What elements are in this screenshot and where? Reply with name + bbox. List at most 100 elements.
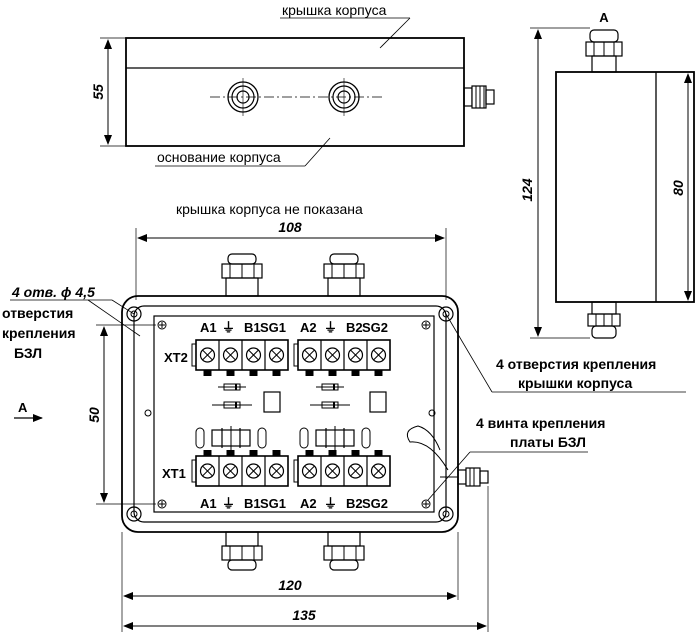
diode-1: [218, 383, 246, 391]
terminal-label: B2: [346, 496, 363, 511]
top-view: крышка корпуса основание корпуса 55: [90, 2, 495, 167]
gland-front-bottom-2: [323, 531, 365, 571]
pcb-screw-tl: [157, 320, 167, 330]
resistor-1: [257, 427, 267, 449]
terminal-label: B2: [346, 320, 363, 335]
terminal-label: A1: [200, 320, 217, 335]
base-label: основание корпуса: [157, 149, 281, 165]
pcb-screw-tr: [421, 320, 431, 330]
dim-120: 120: [278, 577, 302, 593]
terminal-label: A2: [300, 496, 317, 511]
dim-55: 55: [90, 84, 106, 100]
cover-not-shown-label: крышка корпуса не показана: [176, 201, 363, 217]
enclosure-outer: [121, 295, 459, 533]
terminal-block-xt1-right: [293, 450, 391, 487]
terminal-screw: [268, 463, 285, 479]
relay-2: [369, 391, 387, 413]
side-view-gland-top: [585, 29, 623, 73]
cover-hole-tr: [438, 306, 454, 322]
dim-124: 124: [519, 178, 535, 202]
terminal-label: A2: [300, 320, 317, 335]
cover-label: крышка корпуса: [282, 2, 387, 18]
xt1-label: ХТ1: [162, 466, 186, 481]
side-hole-left: [144, 409, 152, 417]
view-letter-a: А: [599, 10, 609, 25]
front-view: крышка корпуса не показана 108: [2, 201, 686, 632]
gland-front-top-2: [323, 253, 365, 297]
side-gland-top: [463, 85, 495, 109]
cover-hole-tl: [126, 306, 142, 322]
terminal-labels-top: A1 ⏚ B1 SG1 A2 ⏚ B2 SG2: [200, 320, 388, 335]
cover-holes-callout-line2: крышки корпуса: [518, 375, 632, 391]
terminal-screw: [324, 347, 341, 363]
arrester-1: [211, 426, 251, 450]
diode-3: [316, 383, 344, 391]
terminal-block-xt2-right: [293, 339, 391, 376]
side-view: А 124 80: [519, 10, 695, 339]
terminal-screw: [222, 347, 239, 363]
terminal-screw: [347, 347, 364, 363]
gland-front-top-1: [221, 253, 263, 297]
side-view-gland-bottom: [587, 301, 621, 339]
terminal-screw: [245, 347, 262, 363]
terminal-block-xt2-left: [191, 339, 289, 376]
dim-80: 80: [670, 180, 686, 196]
terminal-label: SG2: [362, 496, 388, 511]
xt2-label: ХТ2: [164, 350, 188, 365]
screws-callout-line2: платы БЗЛ: [510, 434, 586, 450]
terminal-labels-bottom: A1 ⏚ B1 SG1 A2 ⏚ B2 SG2: [200, 496, 388, 511]
holes-callout-line2: отверстия: [2, 305, 73, 321]
terminal-screw: [301, 347, 318, 363]
resistor-3: [361, 427, 371, 449]
cover-hole-br: [438, 506, 454, 522]
ground-wire: [406, 425, 449, 471]
terminal-screw: [301, 463, 318, 479]
terminal-screw: [199, 347, 216, 363]
terminal-screw: [370, 463, 387, 479]
terminal-label: ⏚: [324, 320, 337, 335]
side-hole-right: [428, 409, 436, 417]
terminal-label: A1: [200, 496, 217, 511]
pcb-screw-br: [421, 499, 431, 509]
terminal-label: SG2: [362, 320, 388, 335]
terminal-label: B1: [244, 320, 261, 335]
terminal-label: ⏚: [222, 320, 235, 335]
pcb-screw-bl: [157, 499, 167, 509]
diode-2: [212, 401, 252, 409]
side-view-body: [555, 71, 695, 303]
terminal-block-xt1-left: [191, 450, 289, 487]
gland-top-1: [227, 78, 259, 116]
screws-callout-line1: 4 винта крепления: [476, 415, 605, 431]
cover-holes-callout-line1: 4 отверстия крепления: [496, 356, 656, 372]
cover-hole-bl: [126, 506, 142, 522]
terminal-screw: [199, 463, 216, 479]
holes-callout-line3: крепления: [2, 325, 76, 341]
terminal-label: ⏚: [222, 496, 235, 511]
dim-108: 108: [278, 219, 302, 235]
enclosure-inner: [133, 305, 447, 523]
terminal-screw: [347, 463, 364, 479]
terminal-screw: [245, 463, 262, 479]
terminal-screw: [324, 463, 341, 479]
view-arrow-letter: А: [18, 400, 28, 415]
gland-front-bottom-1: [221, 531, 263, 571]
terminal-screw: [370, 347, 387, 363]
dim-50: 50: [86, 407, 102, 423]
relay-1: [263, 391, 281, 413]
terminal-label: B1: [244, 496, 261, 511]
terminal-screw: [268, 347, 285, 363]
diode-4: [310, 401, 350, 409]
terminal-label: SG1: [260, 320, 286, 335]
gland-top-2: [328, 78, 360, 116]
resistor-2: [195, 427, 205, 449]
top-view-body: [125, 37, 465, 147]
arrester-2: [315, 426, 355, 450]
resistor-4: [299, 427, 309, 449]
dim-135: 135: [292, 607, 316, 623]
holes-callout-line4: БЗЛ: [14, 345, 42, 361]
terminal-label: SG1: [260, 496, 286, 511]
terminal-label: ⏚: [324, 496, 337, 511]
pcb-board: [153, 315, 435, 513]
holes-callout-line1: 4 отв. ϕ 4,5: [11, 284, 95, 300]
